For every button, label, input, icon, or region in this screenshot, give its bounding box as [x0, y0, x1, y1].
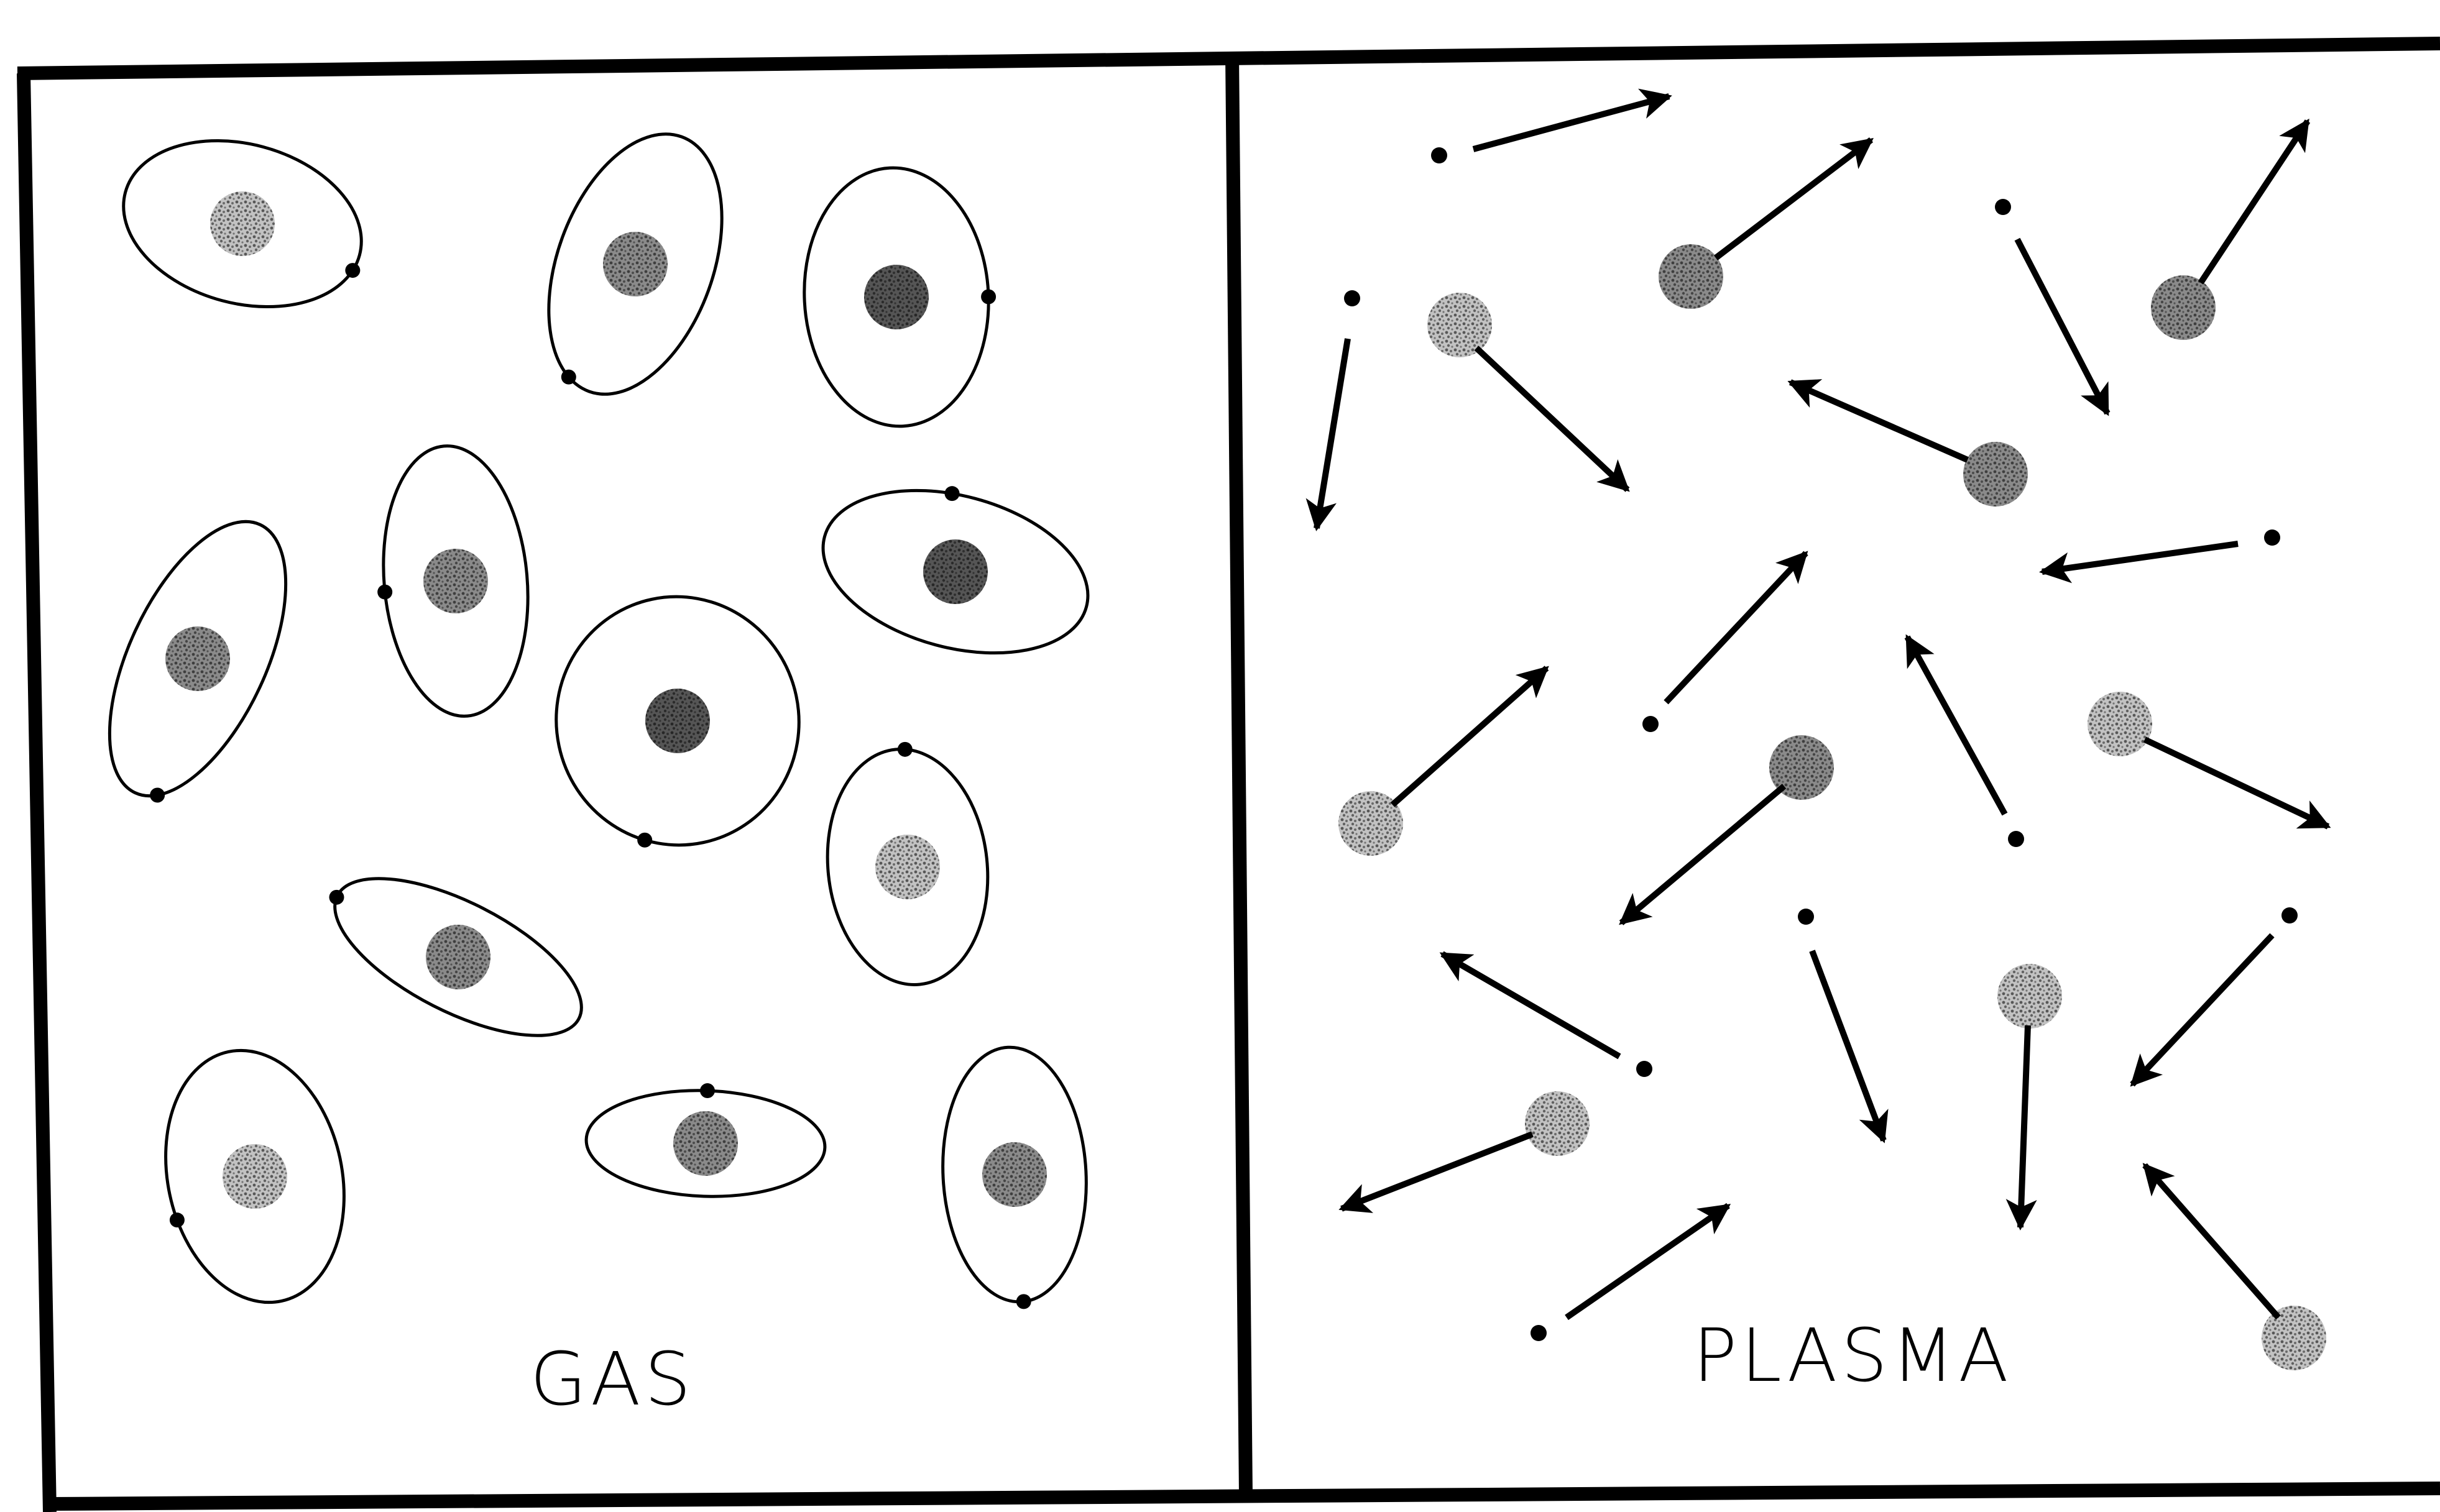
free-electron-icon — [1442, 954, 1652, 1077]
free-electron-icon — [1642, 553, 1806, 732]
nucleus-icon — [923, 539, 988, 604]
plasma-label: PLASMA — [1693, 1313, 2012, 1398]
nucleus-icon — [603, 232, 668, 296]
velocity-arrow-icon — [1621, 786, 1784, 923]
electron-icon — [1016, 1294, 1031, 1309]
ion-icon — [2151, 121, 2308, 340]
electron-icon — [2281, 907, 2298, 923]
velocity-arrow-icon — [1442, 954, 1619, 1056]
electron-icon — [150, 788, 165, 803]
nucleus-icon — [673, 1111, 738, 1176]
atom-icon — [533, 574, 822, 868]
nucleus-icon — [875, 835, 940, 899]
velocity-arrow-icon — [2201, 121, 2308, 283]
electron-icon — [898, 742, 913, 757]
free-electron-icon — [1798, 909, 1884, 1140]
velocity-arrow-icon — [1317, 339, 1348, 528]
velocity-arrow-icon — [2017, 239, 2107, 413]
velocity-arrow-icon — [1666, 553, 1806, 702]
free-electron-icon — [1995, 199, 2107, 413]
electron-icon — [329, 890, 344, 905]
nucleus-icon — [423, 549, 488, 613]
ion-icon — [1621, 735, 1834, 923]
electron-icon — [561, 370, 576, 385]
ion-icon — [1790, 382, 2028, 506]
velocity-arrow-icon — [1567, 1206, 1728, 1317]
atom-icon — [798, 163, 996, 431]
ion-icon — [1342, 1091, 1590, 1209]
electron-icon — [1636, 1061, 1652, 1077]
nucleus-icon — [210, 191, 275, 256]
ion-icon — [2088, 692, 2328, 827]
ion-icon — [2145, 1165, 2326, 1370]
velocity-arrow-icon — [1342, 1134, 1532, 1209]
nucleus-icon — [223, 1144, 287, 1209]
electron-icon — [377, 585, 392, 600]
electron-icon — [700, 1083, 715, 1098]
atom-icon — [372, 440, 538, 722]
nucleus-icon — [1963, 442, 2028, 506]
nucleus-icon — [426, 925, 490, 989]
nucleus-icon — [1427, 293, 1492, 357]
gas-label: GAS — [530, 1336, 694, 1422]
electron-icon — [1995, 199, 2011, 215]
electron-icon — [2008, 831, 2024, 847]
atom-icon — [143, 1033, 366, 1319]
velocity-arrow-icon — [1473, 96, 1669, 149]
electron-icon — [1344, 290, 1360, 306]
atom-icon — [313, 847, 604, 1068]
nucleus-icon — [864, 265, 929, 329]
nucleus-icon — [165, 626, 230, 691]
ion-icon — [1338, 668, 1547, 856]
nucleus-icon — [1659, 244, 1723, 309]
electron-icon — [1531, 1325, 1547, 1341]
velocity-arrow-icon — [1790, 382, 1968, 460]
ion-icon — [1427, 293, 1627, 490]
atom-icon — [805, 464, 1106, 680]
atom-icon — [816, 741, 999, 993]
nucleus-icon — [645, 689, 710, 753]
velocity-arrow-icon — [1907, 637, 2005, 814]
velocity-arrow-icon — [1716, 140, 1871, 258]
gas-panel — [73, 110, 1106, 1319]
ion-icon — [1659, 140, 1871, 309]
nucleus-icon — [1525, 1091, 1590, 1156]
velocity-arrow-icon — [1812, 951, 1884, 1140]
electron-icon — [981, 290, 996, 305]
electron-icon — [345, 263, 360, 278]
electron-icon — [1642, 716, 1659, 732]
electron-icon — [1431, 147, 1447, 163]
nucleus-icon — [1997, 964, 2062, 1029]
electron-icon — [945, 486, 960, 501]
free-electron-icon — [2042, 529, 2280, 572]
atom-icon — [516, 110, 755, 418]
electron-icon — [1798, 909, 1814, 925]
free-electron-icon — [1431, 96, 1669, 163]
electron-icon — [170, 1212, 185, 1227]
plasma-panel — [1317, 96, 2328, 1370]
velocity-arrow-icon — [2132, 935, 2272, 1084]
ion-icon — [1997, 964, 2062, 1227]
free-electron-icon — [2132, 907, 2298, 1084]
atom-icon — [584, 1083, 827, 1201]
electron-icon — [637, 833, 652, 848]
free-electron-icon — [1317, 290, 1360, 528]
velocity-arrow-icon — [2145, 740, 2328, 827]
nucleus-icon — [2262, 1306, 2326, 1370]
velocity-arrow-icon — [2042, 544, 2238, 572]
diagram-frame — [17, 44, 2440, 1512]
velocity-arrow-icon — [2145, 1165, 2278, 1317]
electron-icon — [2264, 529, 2280, 546]
nucleus-icon — [982, 1142, 1047, 1207]
nucleus-icon — [2151, 275, 2216, 340]
atom-icon — [105, 116, 380, 332]
atom-icon — [73, 496, 323, 822]
atom-icon — [936, 1043, 1092, 1309]
free-electron-icon — [1907, 637, 2024, 847]
velocity-arrow-icon — [1393, 668, 1547, 805]
nucleus-icon — [2088, 692, 2152, 756]
velocity-arrow-icon — [1476, 348, 1627, 490]
velocity-arrow-icon — [2020, 1025, 2028, 1227]
